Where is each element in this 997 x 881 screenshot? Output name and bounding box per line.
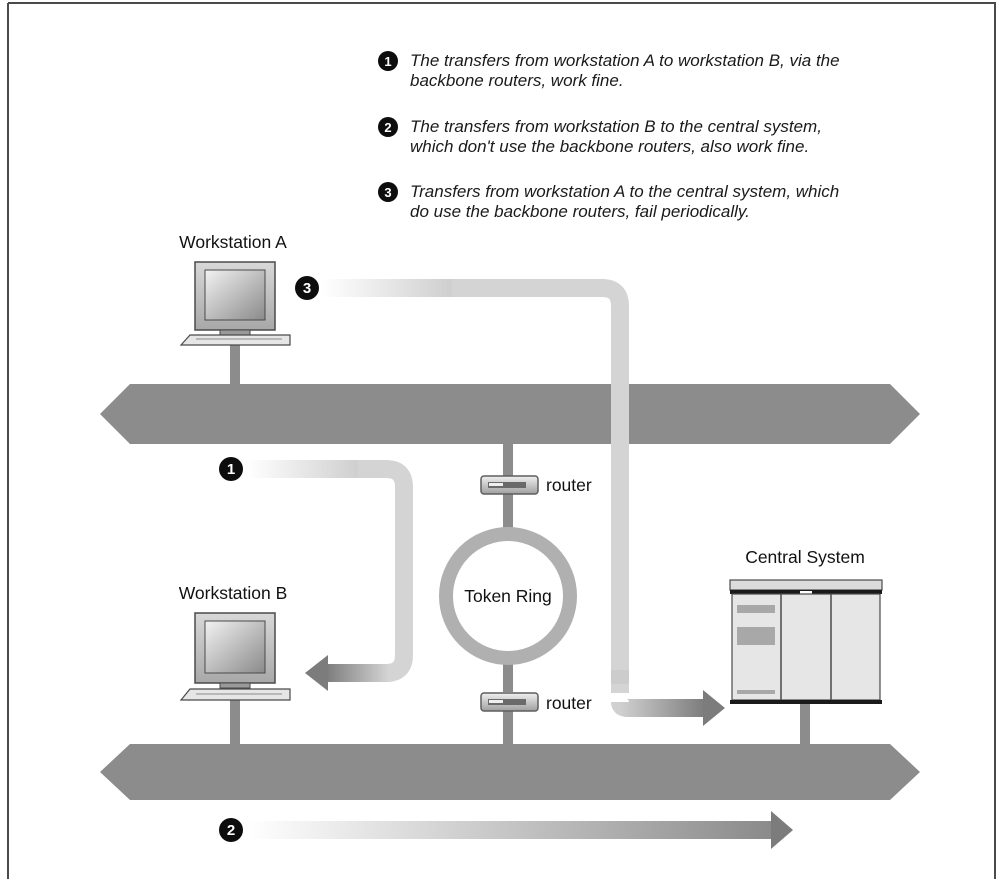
workstation-b-computer-icon	[179, 612, 291, 701]
top-network-segment	[100, 384, 920, 444]
path-2-bubble-icon	[219, 818, 243, 842]
ring-to-router-bottom	[503, 662, 513, 692]
path-3-a-to-central: 3	[295, 276, 725, 726]
path-1-fade	[248, 460, 358, 478]
note-1-line-2: backbone routers, work fine.	[410, 71, 624, 90]
path-1-arrow-shaft	[326, 664, 390, 682]
path-3-arrow-shaft	[611, 698, 705, 717]
path-2-arrowhead-icon	[771, 811, 793, 849]
path-3-marker: 3	[303, 280, 311, 297]
central-system-server-cabinet-icon	[729, 579, 883, 704]
path-3-corner-fill	[611, 670, 629, 684]
note-1-line-1: The transfers from workstation A to work…	[410, 51, 840, 70]
router-bottom-label: router	[546, 693, 592, 713]
note-3-number: 3	[384, 185, 391, 200]
connectors	[230, 345, 810, 748]
note-2-bubble-icon	[378, 117, 398, 137]
router-bottom: router	[480, 692, 592, 713]
note-2-line-2: which don't use the backbone routers, al…	[410, 137, 809, 156]
note-1: 1 The transfers from workstation A to wo…	[378, 51, 840, 90]
path-3-arrowhead-icon	[703, 690, 725, 726]
router-top: router	[480, 475, 592, 495]
bottom-network-segment	[100, 744, 920, 800]
path-1-marker: 1	[227, 461, 235, 478]
note-3: 3 Transfers from workstation A to the ce…	[378, 182, 839, 221]
path-1-bubble-icon	[219, 457, 243, 481]
workstation-a-connector	[230, 345, 240, 387]
note-2-number: 2	[384, 120, 391, 135]
notes-block: 1 The transfers from workstation A to wo…	[378, 51, 840, 221]
workstation-a-computer-icon	[179, 261, 291, 346]
router-top-to-ring	[503, 494, 513, 530]
note-1-number: 1	[384, 54, 391, 69]
path-2-b-to-central: 2	[219, 811, 793, 849]
router-top-uplink	[503, 442, 513, 476]
note-3-line-1: Transfers from workstation A to the cent…	[410, 182, 839, 201]
path-1-arrowhead-icon	[305, 655, 328, 691]
workstation-a: Workstation A	[179, 232, 291, 346]
path-3-fade	[322, 279, 452, 297]
note-3-line-2: do use the backbone routers, fail period…	[410, 202, 750, 221]
note-2: 2 The transfers from workstation B to th…	[378, 117, 822, 156]
path-3-line	[322, 279, 629, 693]
workstation-a-label: Workstation A	[179, 232, 287, 252]
token-ring: Token Ring	[439, 527, 577, 665]
note-2-line-1: The transfers from workstation B to the …	[410, 117, 822, 136]
router-top-label: router	[546, 475, 592, 495]
router-top-icon	[480, 475, 539, 495]
frame-border	[8, 2, 996, 879]
central-system-label: Central System	[745, 547, 865, 567]
path-2-marker: 2	[227, 822, 235, 839]
central-system-connector	[800, 703, 810, 748]
workstation-b-connector	[230, 700, 240, 748]
token-ring-label: Token Ring	[464, 586, 552, 606]
path-2-arrow-shaft	[248, 821, 773, 839]
router-bottom-icon	[480, 692, 539, 712]
workstation-b: Workstation B	[179, 583, 291, 701]
path-1-line	[248, 460, 413, 682]
note-3-bubble-icon	[378, 182, 398, 202]
router-bottom-downlink	[503, 710, 513, 748]
central-system: Central System	[729, 547, 883, 704]
path-1-a-to-b: 1	[219, 457, 413, 691]
workstation-b-label: Workstation B	[179, 583, 288, 603]
note-1-bubble-icon	[378, 51, 398, 71]
path-3-bubble-icon	[295, 276, 319, 300]
token-ring-icon	[439, 527, 577, 665]
